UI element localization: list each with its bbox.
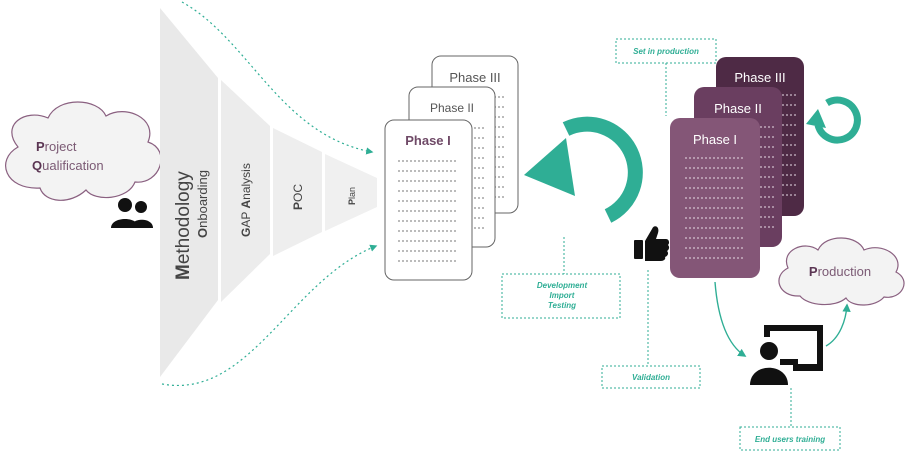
prod-card-phase-1-title: Phase I [693, 132, 737, 147]
cycle-arrow-icon [524, 116, 643, 223]
onboarding-initial: O [195, 228, 210, 238]
validation-box: Validation [601, 270, 701, 389]
label-validation: Validation [632, 373, 670, 382]
svg-text:Onboarding: Onboarding [195, 170, 210, 238]
plan-initial: P [347, 199, 357, 205]
flow-to-training [714, 281, 747, 357]
project-qualification-cloud: Project Qualification [5, 101, 162, 201]
users-icon [111, 198, 153, 228]
funnel-poc [273, 128, 322, 256]
small-cycle-arrow-icon [806, 96, 861, 144]
svg-text:Production: Production [809, 264, 871, 279]
prod-phase-cards: Phase III Phase II Phase I [670, 57, 804, 278]
qualification-initial-q: Q [32, 158, 42, 173]
end-users-training-box: End users training [739, 388, 841, 451]
label-end-users-training: End users training [755, 435, 825, 444]
gap-mid: AP [239, 209, 253, 228]
qualification-word-project: roject [45, 139, 77, 154]
funnel-gap-analysis [221, 80, 270, 302]
label-testing: Testing [548, 301, 576, 310]
dev-card-phase-2-lines [470, 127, 485, 229]
production-label: roduction [818, 264, 871, 279]
svg-text:Plan: Plan [347, 187, 357, 205]
qualification-word: ualification [42, 158, 103, 173]
svg-text:Qualification: Qualification [32, 158, 104, 173]
analysis-label: nalysis [239, 163, 253, 200]
dev-card-phase-1-title: Phase I [405, 133, 451, 148]
analysis-initial: A [239, 200, 253, 209]
poc-label: OC [291, 184, 305, 202]
funnel-plan [325, 154, 377, 231]
top-dotted-flow [181, 1, 374, 155]
prod-card-phase-2-title: Phase II [714, 101, 762, 116]
svg-text:Methodology: Methodology [173, 171, 194, 280]
funnel: Methodology Onboarding GAP Analysis POC … [160, 8, 377, 377]
svg-text:GAP Analysis: GAP Analysis [239, 163, 253, 237]
label-set-in-production: Set in production [633, 47, 699, 56]
plan-label: lan [347, 187, 357, 199]
production-initial: P [809, 264, 818, 279]
svg-text:Project: Project [36, 139, 77, 154]
methodology-label: ethodology [173, 171, 194, 264]
svg-text:POC: POC [291, 184, 305, 210]
dev-card-phase-3-lines [490, 96, 505, 198]
dev-label-box: Development Import Testing [501, 237, 621, 319]
flow-to-production [825, 303, 851, 347]
poc-initial: P [291, 202, 305, 210]
qualification-initial-p: P [36, 139, 45, 154]
dev-card-phase-1 [384, 119, 473, 281]
thumbs-up-icon [634, 226, 670, 261]
label-import: Import [550, 291, 575, 300]
production-cloud: Production [778, 237, 905, 306]
prod-card-phase-3-title: Phase III [734, 70, 785, 85]
onboarding-label: nboarding [195, 170, 210, 228]
set-in-production-box: Set in production [615, 38, 717, 116]
methodology-initial: M [173, 264, 194, 280]
funnel-methodology [160, 8, 218, 377]
dev-card-phase-2-title: Phase II [430, 101, 474, 115]
dev-card-phase-3-title: Phase III [449, 70, 500, 85]
label-development: Development [537, 281, 588, 290]
dev-phase-cards: Phase III Phase II Phase I [384, 55, 519, 281]
dev-card-phase-1-lines [398, 160, 458, 262]
presentation-icon [750, 325, 823, 385]
gap-initial: G [239, 228, 253, 237]
